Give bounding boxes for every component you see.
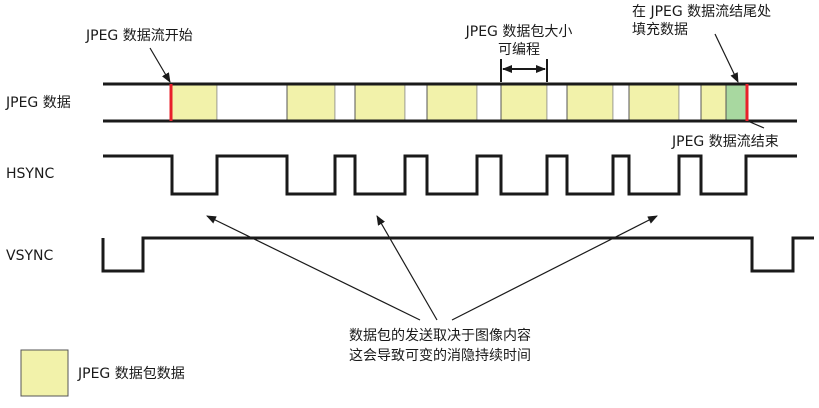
signal-label-vsync: VSYNC xyxy=(6,248,53,264)
stream-end-label: JPEG 数据流结束 xyxy=(671,134,779,150)
signal-label-hsync: HSYNC xyxy=(6,166,54,182)
padding-block xyxy=(725,83,747,122)
legend: JPEG 数据包数据 xyxy=(20,349,185,397)
packet-block-8 xyxy=(700,83,727,122)
gap-block-6 xyxy=(612,83,630,122)
gap-block-4 xyxy=(476,83,502,122)
packet-block-1 xyxy=(171,83,218,122)
packet-block-7 xyxy=(628,83,680,122)
packet-block-2 xyxy=(286,83,336,122)
packet-block-6 xyxy=(566,83,614,122)
blanking-note-line2: 这会导致可变的消隐持续时间 xyxy=(349,347,531,364)
stream-start-label: JPEG 数据流开始 xyxy=(85,28,193,44)
hsync-waveform xyxy=(103,154,797,196)
legend-label: JPEG 数据包数据 xyxy=(77,366,185,382)
stream-end-leader xyxy=(749,121,765,129)
stream-start-leader xyxy=(149,47,171,83)
signal-label-jpeg-data: JPEG 数据 xyxy=(5,95,71,111)
padding-label-line2: 填充数据 xyxy=(632,22,688,38)
padding-label-line1: 在 JPEG 数据流结尾处 xyxy=(632,4,771,20)
packet-block-4 xyxy=(426,83,478,122)
packet-size-label-line2: 可编程 xyxy=(498,42,540,58)
blanking-arrow-middle xyxy=(376,215,438,321)
vsync-waveform xyxy=(101,236,814,273)
jpeg-data-band xyxy=(103,82,797,123)
packet-size-dimension xyxy=(500,59,548,82)
gap-block-3 xyxy=(404,83,428,122)
legend-swatch xyxy=(20,349,69,397)
padding-leader xyxy=(714,33,739,83)
gap-block-2 xyxy=(334,83,356,122)
packet-block-5 xyxy=(500,83,548,122)
gap-block-7 xyxy=(678,83,702,122)
packet-block-3 xyxy=(354,83,406,122)
gap-block-1 xyxy=(216,83,288,122)
gap-block-5 xyxy=(546,83,568,122)
packet-size-label-line1: JPEG 数据包大小 xyxy=(465,24,573,40)
blanking-arrow-right xyxy=(451,215,658,321)
blanking-note-line1: 数据包的发送取决于图像内容 xyxy=(349,327,531,344)
blanking-arrow-left xyxy=(206,215,421,321)
